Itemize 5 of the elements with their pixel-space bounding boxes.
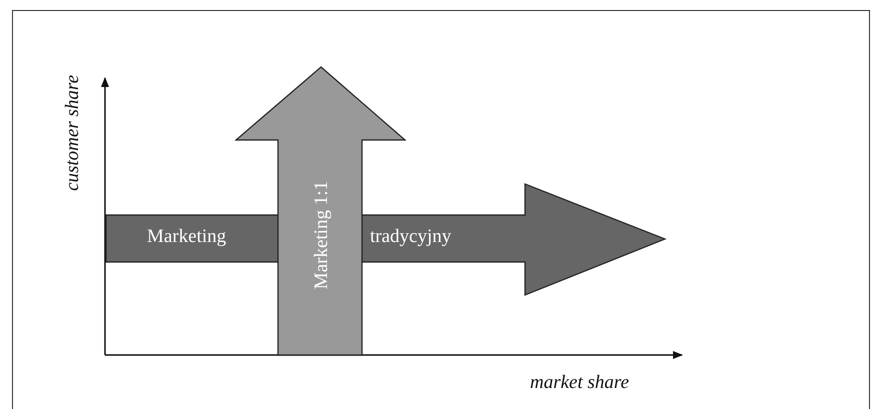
axis-label: market share bbox=[530, 372, 630, 394]
axis-label: customer share bbox=[62, 75, 84, 191]
arrow-label: Marketing 1:1 bbox=[311, 181, 333, 290]
arrow-label: tradycyjny bbox=[370, 226, 452, 248]
arrow-label: Marketing bbox=[147, 226, 226, 248]
